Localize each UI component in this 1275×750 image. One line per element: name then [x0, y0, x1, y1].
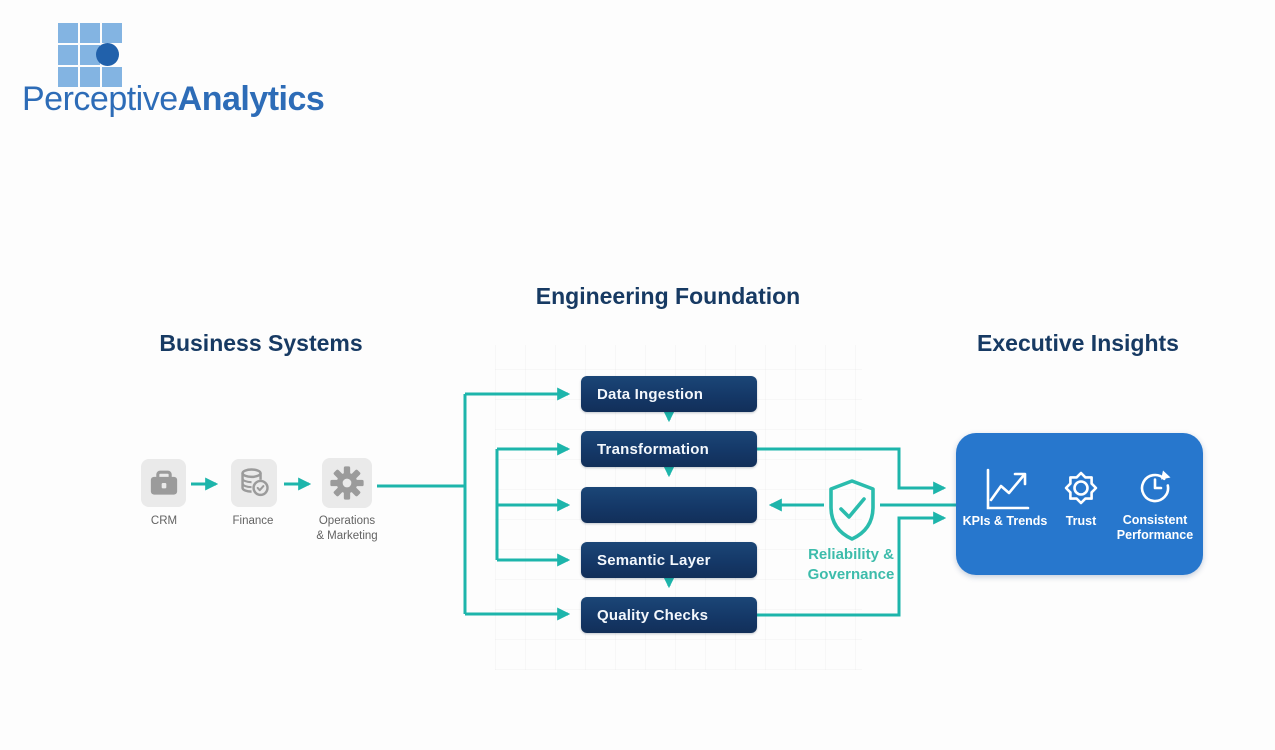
heading-business-systems: Business Systems	[159, 330, 363, 356]
heading-executive-insights: Executive Insights	[977, 330, 1179, 356]
tile-crm	[141, 459, 186, 507]
trend-chart-icon	[986, 468, 1030, 510]
executive-insights-panel: KPIs & Trends Trust Consistent Performan…	[956, 433, 1203, 575]
tile-label-finance: Finance	[232, 515, 274, 527]
panel-label-trust: Trust	[1065, 514, 1097, 528]
logo-square	[80, 67, 100, 87]
tile-label-operations: Operations & Marketing	[316, 515, 378, 542]
logo-square	[58, 23, 78, 43]
logo-square	[58, 67, 78, 87]
stage-data-ingestion: Data Ingestion	[581, 376, 757, 412]
seal-badge-icon	[1064, 471, 1098, 505]
panel-label-consistent-performance: Consistent Performance	[1116, 513, 1194, 542]
stage-blank	[581, 487, 757, 523]
stage-transformation: Transformation	[581, 431, 757, 467]
logo-dot-icon	[96, 43, 119, 66]
brand-name-bold: Analytics	[177, 80, 325, 118]
tile-label-crm: CRM	[150, 515, 178, 527]
brand-wordmark: PerceptiveAnalytics	[22, 80, 325, 119]
logo-square	[102, 67, 122, 87]
stage-semantic-layer: Semantic Layer	[581, 542, 757, 578]
brand-name-regular: Perceptive	[22, 80, 178, 118]
logo-square	[102, 23, 122, 43]
stage-quality-checks: Quality Checks	[581, 597, 757, 633]
governance-label-line1: Reliability &	[808, 546, 894, 563]
tile-operations	[322, 458, 372, 508]
coin-stack-check-icon	[241, 468, 269, 497]
shield-check-icon	[829, 479, 875, 541]
gear-icon	[330, 466, 364, 500]
clock-refresh-icon	[1140, 470, 1171, 503]
heading-engineering-foundation: Engineering Foundation	[535, 283, 801, 309]
logo-square	[58, 45, 78, 65]
panel-label-kpis-trends: KPIs & Trends	[962, 514, 1048, 528]
logo-square	[80, 45, 100, 65]
logo-square	[80, 23, 100, 43]
tile-finance	[231, 459, 277, 507]
briefcase-icon	[150, 470, 177, 495]
governance-label-line2: Governance	[807, 566, 895, 583]
